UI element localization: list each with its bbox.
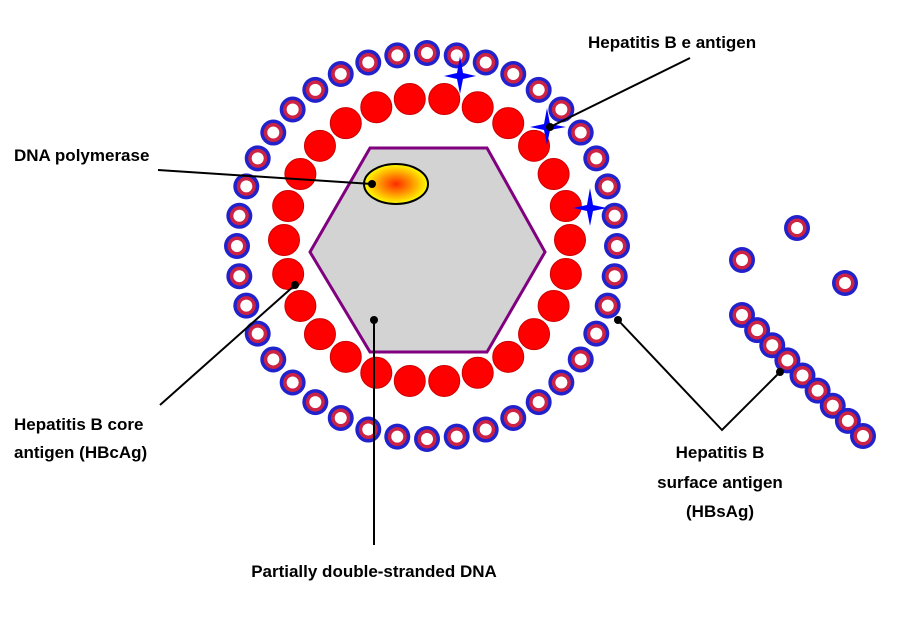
surface-antigen-particle xyxy=(601,202,628,229)
label-core-antigen-line2: antigen (HBcAg) xyxy=(14,443,147,462)
surface-antigen-particle xyxy=(384,423,411,450)
surface-antigen-particle xyxy=(500,404,527,431)
core-antigen-particle xyxy=(518,318,551,351)
surface-antigen-particle xyxy=(583,145,610,172)
e-antigen-star-1 xyxy=(444,56,476,94)
surface-antigen-particle xyxy=(224,233,250,259)
surface-antigen-particle xyxy=(226,202,253,229)
surface-antigen-particle xyxy=(414,40,440,66)
core-antigen-particle xyxy=(492,340,525,373)
surface-antigen-particle xyxy=(567,119,594,146)
label-surface-antigen-line1: Hepatitis B xyxy=(676,443,765,462)
core-antigen-particle xyxy=(537,289,570,322)
label-surface-antigen-line3: (HBsAg) xyxy=(686,502,754,521)
surface-antigen-particle xyxy=(500,61,527,88)
surface-antigen-particle xyxy=(472,416,499,443)
pointer-surface-antigen xyxy=(617,319,781,432)
surface-antigen-particle xyxy=(233,292,260,319)
core-antigen-particle xyxy=(284,158,317,191)
core-antigen-particle xyxy=(272,190,305,223)
surface-antigen-particle xyxy=(355,416,382,443)
surface-antigen-particle xyxy=(594,173,621,200)
core-antigen-particle xyxy=(284,289,317,322)
core-antigen-particle xyxy=(393,364,426,397)
core-antigen-particle xyxy=(461,356,494,389)
label-core-antigen-line1: Hepatitis B core xyxy=(14,415,143,434)
filament-surface-antigen-particle xyxy=(759,332,786,359)
surface-antigen-particle xyxy=(525,76,552,103)
surface-antigen-particle xyxy=(260,119,287,146)
label-surface-antigen-line2: surface antigen xyxy=(657,473,783,492)
core-antigen-particle xyxy=(537,158,570,191)
filament-surface-antigen-particle xyxy=(850,423,876,449)
surface-antigen-ring xyxy=(224,40,630,452)
surface-antigen-particle xyxy=(244,320,271,347)
core-antigen-particle xyxy=(428,364,461,397)
core-antigen-particle xyxy=(329,340,362,373)
surface-antigen-particle xyxy=(327,61,354,88)
pointer-dots xyxy=(291,123,784,376)
free-surface-antigen-particles xyxy=(729,215,876,449)
surface-antigen-particle xyxy=(327,404,354,431)
core-antigen-particle xyxy=(268,224,300,256)
core-antigen-particle xyxy=(461,91,494,124)
surface-antigen-particle xyxy=(414,426,440,452)
core-antigen-particle xyxy=(554,224,586,256)
core-antigen-particle xyxy=(303,318,336,351)
label-dna: Partially double-stranded DNA xyxy=(251,562,497,581)
surface-antigen-particle xyxy=(525,389,552,416)
free-surface-antigen-particle xyxy=(832,270,858,296)
core-antigen-particle xyxy=(518,129,551,162)
core-antigen-particle xyxy=(272,257,305,290)
label-e-antigen: Hepatitis B e antigen xyxy=(588,33,756,52)
surface-antigen-particle xyxy=(302,389,329,416)
surface-antigen-particle xyxy=(355,49,382,76)
core-antigen-particle xyxy=(549,190,582,223)
surface-antigen-particle xyxy=(548,369,575,396)
free-surface-antigen-particle xyxy=(729,247,755,273)
pointer-dot-surface-1 xyxy=(614,316,622,324)
surface-antigen-particle xyxy=(384,42,411,69)
surface-antigen-particle xyxy=(472,49,499,76)
e-antigen-star-3 xyxy=(573,188,607,226)
surface-antigen-particle xyxy=(594,292,621,319)
core-antigen-particle xyxy=(360,91,393,124)
pointer-core-antigen xyxy=(159,284,296,406)
surface-antigen-particle xyxy=(260,346,287,373)
surface-antigen-particle xyxy=(302,76,329,103)
core-antigen-particle xyxy=(329,107,362,140)
core-antigen-particle xyxy=(393,83,426,116)
surface-antigen-particle xyxy=(443,423,470,450)
pointer-dot-dna xyxy=(370,316,378,324)
surface-antigen-particle xyxy=(244,145,271,172)
pointer-dot-core xyxy=(291,281,299,289)
surface-antigen-particle xyxy=(279,96,306,123)
core-antigen-particle xyxy=(428,83,461,116)
dna-hexagon xyxy=(308,146,547,354)
pointer-e-antigen xyxy=(549,57,691,128)
surface-antigen-particle xyxy=(601,263,628,290)
core-antigen-particle xyxy=(303,129,336,162)
core-antigen-particle xyxy=(360,356,393,389)
surface-antigen-particle xyxy=(279,369,306,396)
pointer-dna-polymerase xyxy=(157,169,373,185)
core-antigen-ring xyxy=(268,83,586,397)
surface-antigen-particle xyxy=(567,346,594,373)
surface-antigen-particle xyxy=(226,263,253,290)
surface-antigen-particle xyxy=(604,233,630,259)
free-surface-antigen-particle xyxy=(784,215,810,241)
surface-antigen-particle xyxy=(233,173,260,200)
core-antigen-particle xyxy=(492,107,525,140)
surface-antigen-particle xyxy=(548,96,575,123)
pointer-lines xyxy=(157,57,781,545)
surface-antigen-particle xyxy=(443,42,470,69)
core-antigen-particle xyxy=(549,257,582,290)
pointer-dot-polymerase xyxy=(368,180,376,188)
surface-antigen-particle xyxy=(583,320,610,347)
label-dna-polymerase: DNA polymerase xyxy=(14,146,149,165)
pointer-dot-surface-2 xyxy=(776,368,784,376)
pointer-dot-e-antigen xyxy=(546,123,554,131)
